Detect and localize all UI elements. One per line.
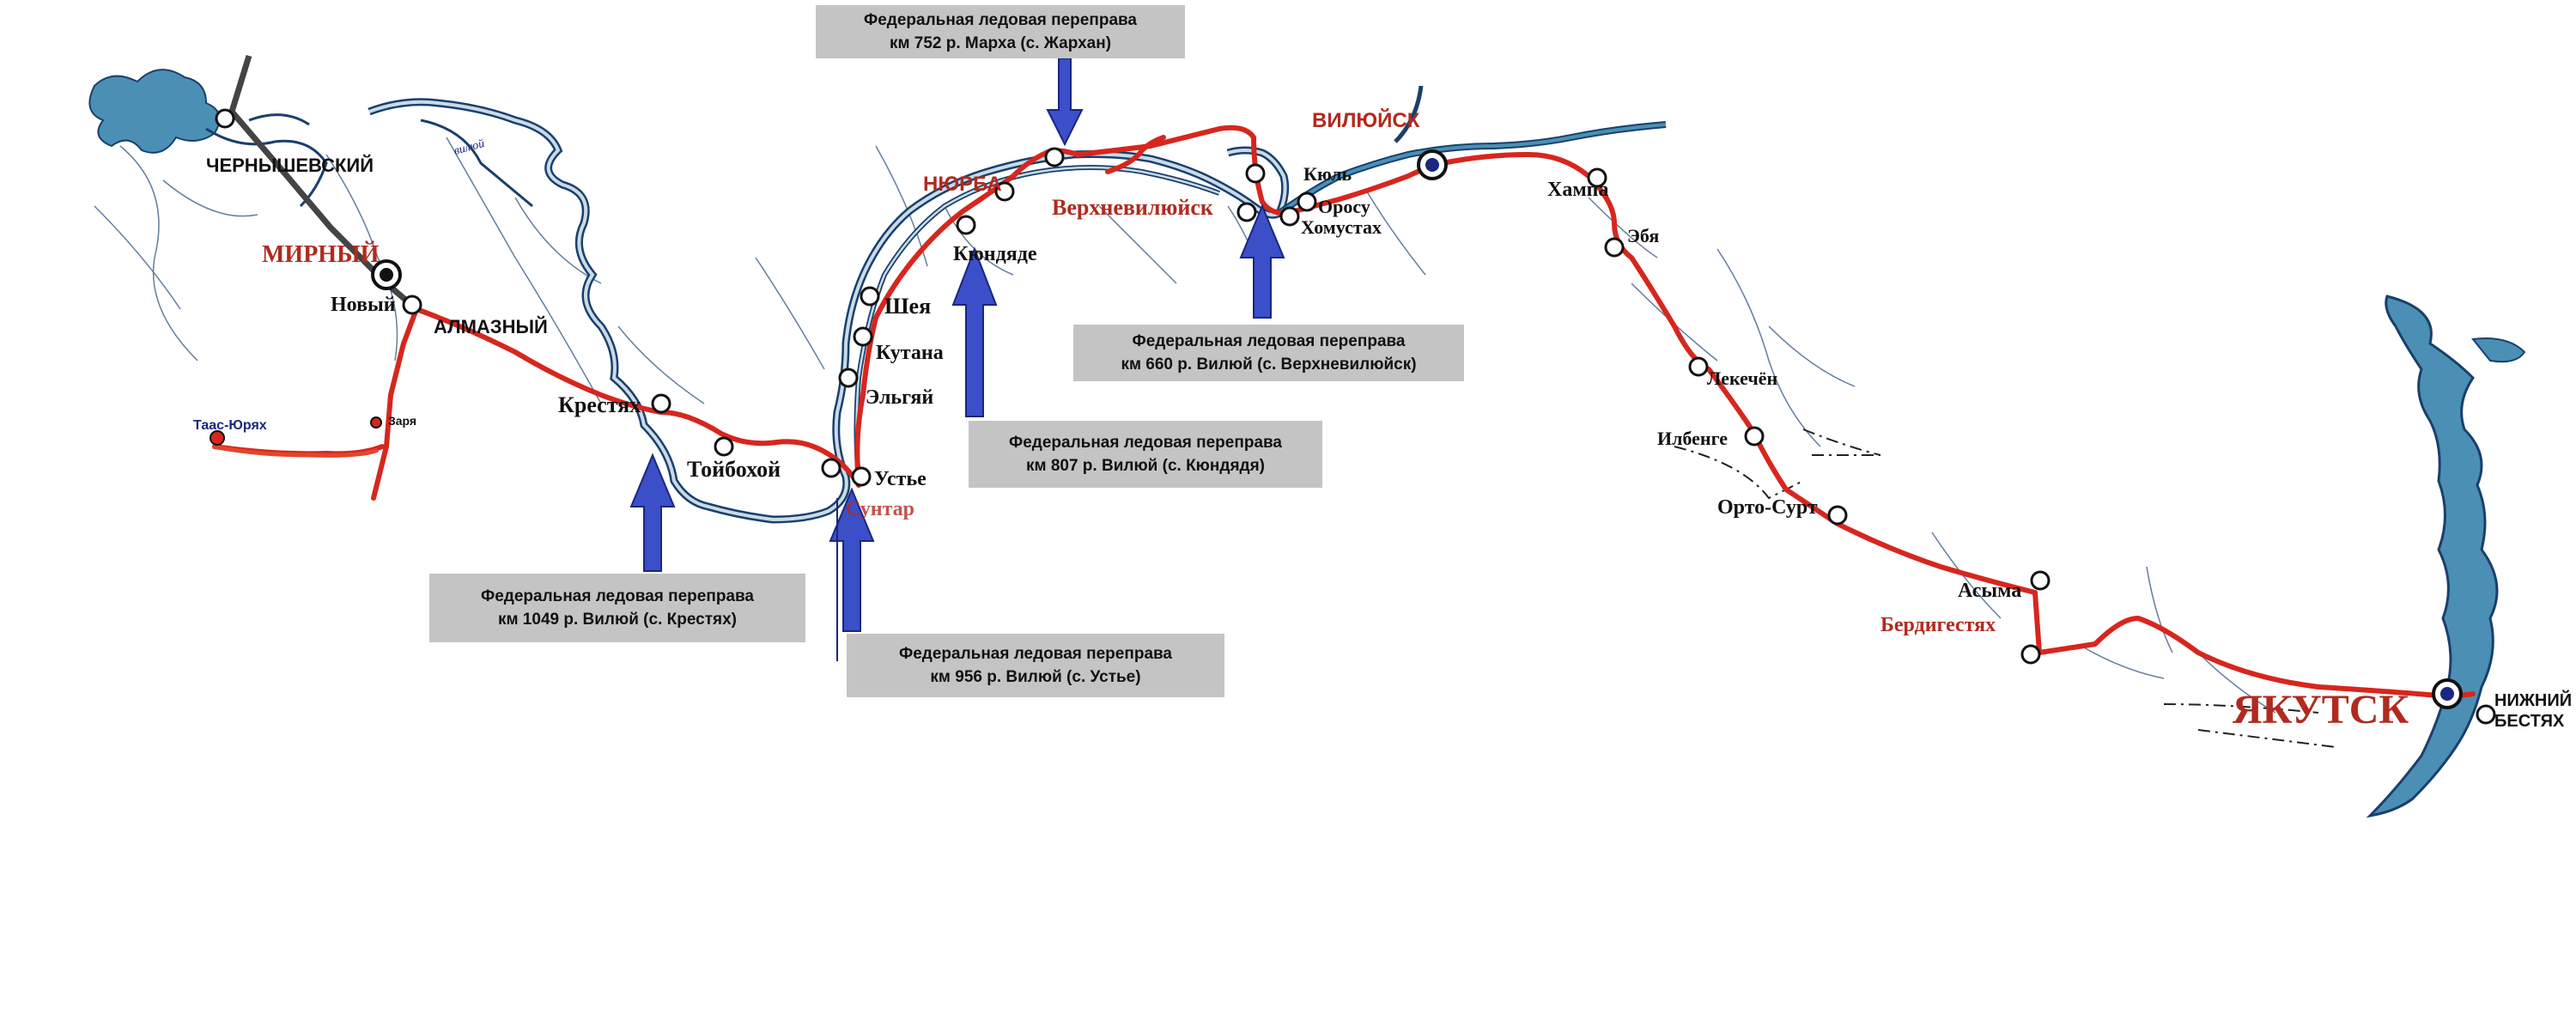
callout-markha-line1: Федеральная ледовая переправа [863, 11, 1138, 29]
marker-ilbenge [1744, 426, 1765, 447]
arrow-ustye [829, 487, 875, 632]
label-krestyakh: Крестях [558, 392, 641, 417]
marker-ustye [851, 466, 872, 487]
arrow-markha [1046, 58, 1084, 147]
marker-kutana [853, 326, 873, 347]
label-suntar: Сунтар [846, 498, 914, 520]
label-berdigestyakh: Бердигестях [1880, 614, 1996, 636]
callout-kyundyade-line2: км 807 р. Вилюй (с. Кюндядя) [1025, 457, 1265, 475]
label-khampa: Хампа [1547, 179, 1609, 201]
lena-branch [2471, 337, 2526, 363]
marker-kyundyade [956, 215, 976, 235]
callout-kyundyade: Федеральная ледовая переправа км 807 р. … [969, 421, 1322, 488]
marker-taas-yuryakh [210, 430, 225, 446]
marker-nyurba [994, 181, 1015, 202]
label-nyurba: НЮРБА [923, 173, 1002, 196]
callout-verkhnevilyuysk: Федеральная ледовая переправа км 660 р. … [1073, 325, 1464, 381]
label-orosu: Оросу [1318, 196, 1370, 217]
vilyuy-river [205, 85, 1667, 524]
label-asyma: Асыма [1958, 580, 2021, 602]
callout-krestyakh: Федеральная ледовая переправа км 1049 р.… [429, 574, 805, 642]
marker-krestyakh [651, 393, 671, 414]
arrow-kyundyade [951, 246, 998, 417]
marker-mirny-dot [380, 268, 393, 282]
arrow-krestyakh [629, 453, 676, 572]
lena-river [2366, 295, 2499, 818]
callout-markha: Федеральная ледовая переправа км 752 р. … [816, 5, 1185, 58]
callout-verkhnevilyuysk-line1: Федеральная ледовая переправа [1132, 332, 1406, 350]
crossing-arrows [629, 58, 1285, 661]
label-nizhny: НИЖНИЙ [2494, 690, 2572, 710]
marker-kyul-1 [1245, 163, 1266, 184]
callout-markha-line2: км 752 р. Марха (с. Жархан) [889, 34, 1112, 52]
label-taas-yuryakh: Таас-Юрях [193, 418, 267, 433]
boundaries [1674, 428, 2336, 748]
label-vilyuy-river: вилюй [453, 137, 486, 158]
marker-nizhny-bestyakh [2476, 704, 2496, 725]
marker-lekechen [1688, 356, 1709, 377]
label-mirny: МИРНЫЙ [262, 241, 380, 268]
marker-yakutsk-dot [2440, 687, 2454, 701]
label-elgyay: Эльгяй [866, 386, 933, 409]
label-zarya: Заря [388, 414, 416, 428]
label-chernyshevsky: ЧЕРНЫШЕВСКИЙ [206, 155, 374, 176]
marker-novy [402, 295, 422, 315]
marker-vilyuysk-dot [1425, 158, 1439, 172]
marker-orto-surt [1827, 505, 1848, 526]
label-ilbenge: Илбенге [1657, 428, 1728, 449]
label-lekechen: Лекечён [1707, 368, 1778, 389]
marker-asyma [2030, 570, 2050, 591]
callout-kyundyade-line1: Федеральная ледовая переправа [1008, 434, 1283, 452]
arrow-verkhnevilyuysk [1239, 204, 1285, 319]
label-yakutsk: ЯКУТСК [2233, 687, 2409, 732]
tributaries [94, 137, 2276, 714]
callout-ustye-line1: Федеральная ледовая переправа [898, 645, 1173, 663]
label-almazny: АЛМАЗНЫЙ [434, 316, 548, 337]
callout-krestyakh-line1: Федеральная ледовая переправа [480, 587, 755, 605]
label-sheya: Шея [884, 294, 931, 319]
marker-sheya [860, 286, 880, 307]
marker-zharkhan [1044, 147, 1065, 167]
callout-ustye-line2: км 956 р. Вилюй (с. Устье) [930, 668, 1141, 686]
reservoir [88, 69, 221, 154]
labels: ЧЕРНЫШЕВСКИЙ МИРНЫЙ Новый АЛМАЗНЫЙ Таас-… [193, 108, 2572, 732]
label-vilyuysk: ВИЛЮЙСК [1312, 108, 1420, 132]
marker-berdigestyakh [2020, 644, 2041, 665]
road-taas-yuryakh [212, 444, 379, 458]
callout-verkhnevilyuysk-line2: км 660 р. Вилюй (с. Верхневилюйск) [1121, 356, 1417, 374]
city-markers [210, 149, 2463, 709]
label-kyul: Кюль [1303, 163, 1352, 185]
label-khomustakh: Хомустах [1301, 216, 1382, 238]
marker-elgyay [838, 368, 859, 388]
label-kutana: Кутана [876, 342, 944, 364]
marker-orosu [1297, 191, 1317, 212]
label-orto-surt: Орто-Сурт [1717, 496, 1818, 519]
label-bestyakh: БЕСТЯХ [2494, 712, 2565, 731]
marker-eby [1604, 237, 1625, 258]
label-kyundyade: Кюндяде [953, 243, 1037, 265]
marker-zarya [370, 416, 382, 428]
label-verkhnevilyuysk: Верхневилюйск [1052, 195, 1213, 220]
marker-toybokhoy [714, 436, 734, 457]
label-novy: Новый [331, 294, 396, 316]
settlement-markers [215, 108, 2496, 725]
label-eby: Эбя [1627, 225, 1659, 246]
callout-ustye: Федеральная ледовая переправа км 956 р. … [847, 634, 1224, 697]
callout-krestyakh-line2: км 1049 р. Вилюй (с. Крестях) [497, 611, 738, 629]
label-ustye: Устье [874, 468, 927, 490]
marker-khampa [1587, 167, 1607, 188]
marker-khomustakh [1279, 206, 1300, 227]
marker-chernyshevsky [215, 108, 235, 129]
marker-suntar [821, 458, 841, 478]
marker-verkhnevilyuysk [1236, 202, 1257, 222]
label-toybokhoy: Тойбохой [687, 457, 781, 482]
